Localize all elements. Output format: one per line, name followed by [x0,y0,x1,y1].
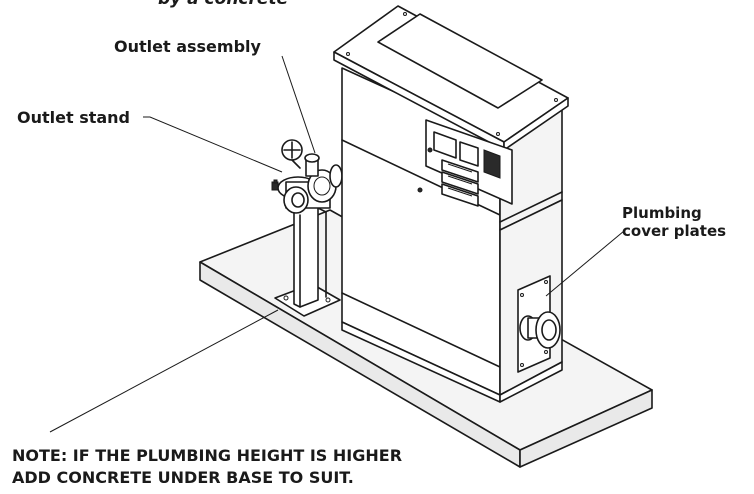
label-outlet-stand: Outlet stand [17,108,130,127]
leader-outlet-stand [143,116,283,173]
label-outlet-assembly: Outlet assembly [114,37,262,56]
label-plumbing-line2: cover plates [622,222,726,240]
label-plumbing-line1: Plumbing [622,204,702,222]
leader-note [49,309,279,433]
control-panel [425,119,513,207]
outlet-assembly [271,139,343,214]
plumbing-cover-plate [517,275,561,373]
cropped-heading: by a concrete [158,0,288,9]
leader-lines [49,55,625,433]
note-line1: NOTE: IF THE PLUMBING HEIGHT IS HIGHER [12,446,402,465]
heater-cabinet [333,5,569,403]
leader-outlet-assembly [281,55,316,154]
note-line2: ADD CONCRETE UNDER BASE TO SUIT. [12,468,354,487]
leader-plumbing-cover [545,230,625,297]
outlet-stand [274,204,341,317]
